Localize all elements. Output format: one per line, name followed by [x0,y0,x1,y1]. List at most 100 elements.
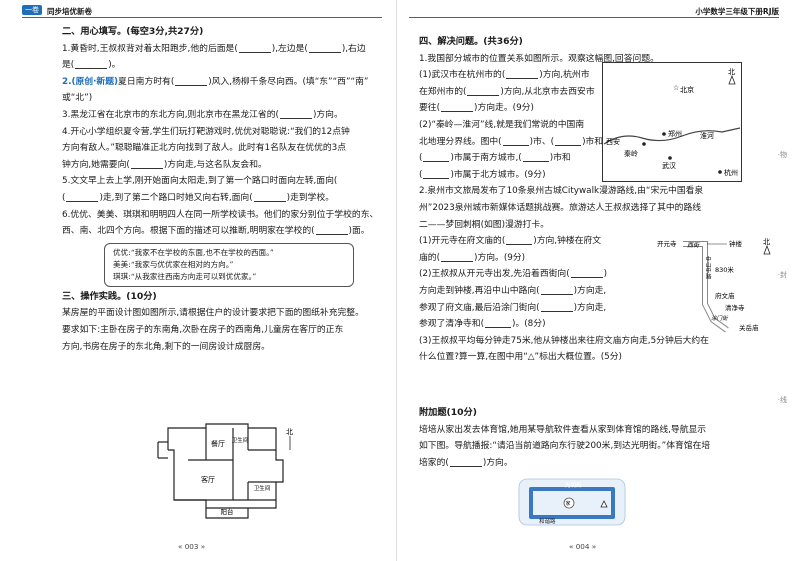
floor-plan: 餐厅 卫生间 客厅 卫生间 阳台 北 [157,423,293,519]
q2: 2.(原创·新题)夏日南方时有()风入,杨柳千条尽向西。(填“东”“西”“南” [62,76,369,87]
extra-p1: 培培从家出发去体育馆,她用某导航软件查看从家到体育馆的路线,导航显示 [419,424,707,435]
section3-title: 三、操作实践。(10分) [62,290,157,302]
room-balcony: 阳台 [221,507,234,516]
site-zhonglou: 钟楼 [729,239,743,248]
r-q1-1b: 在郑州市的()方向,从北京市去西安市 [419,86,595,97]
r-q2-2d: 参观了清净寺和()。(8分) [419,319,546,330]
north-label: 北 [286,428,293,436]
r-q1: 1.我国部分城市的位置关系如图所示。观察这幅图,回答问题。 [419,53,659,64]
star-icon: ☆ [673,84,679,92]
room-dining: 餐厅 [211,439,225,448]
city-zhengzhou: 郑州 [668,130,682,138]
r-q1-1c: 要往()方向走。(9分) [419,103,534,114]
section4-title: 四、解决问题。(共36分) [419,36,523,47]
dialog-line: 优优:“我家不在学校的东面,也不在学校的西面。” [113,247,274,257]
room-toilet2: 卫生间 [254,484,271,492]
page-number-left: « 003 » [178,542,206,551]
s3-p1: 某房屋的平面设计图如图所示,请根据住户的设计要求把下面的图纸补充完整。 [62,308,364,319]
side-label: ·物 [777,151,787,159]
header-rule [22,17,382,18]
dialog-line: 琪琪:“从我家往西南方向走可以到优优家。” [113,271,257,281]
site-kaiyuan: 开元寺 [657,240,677,248]
q4-line3: 钟方向,她需要向()方向走,与这名队友会和。 [62,159,267,170]
side-label: ·封 [777,271,787,279]
street-guangming: 光明街 [565,481,582,489]
side-label: ·线 [777,396,787,404]
home-pin-icon [563,497,575,509]
q2-cont: 或“北”) [62,93,93,104]
r-q1-2c: ()市属于南方城市,()市和 [419,153,571,164]
q4-line2: 方向有敌人。”聪聪瞄准正北方向找到了敌人。此时有1名队友在优优的3点 [62,143,347,154]
dialog-box: 优优:“我家不在学校的东面,也不在学校的西面。” 美美:“我家与优优家在相对的方… [104,242,354,287]
header-rule [409,17,779,18]
site-guanyue: 关岳庙 [739,323,759,332]
r-q2-3b: 什么位置?算一算,在图中用“△”标出大概位置。(5分) [419,352,622,363]
north-arrow-icon [763,244,771,255]
city-hangzhou: 杭州 [724,168,738,177]
distance-label: 830米 [715,265,734,274]
r-q2-2c: 参观了府文庙,最后沿涂门街向()方向走, [419,302,607,313]
s3-p2: 要求如下:主卧在房子的东南角,次卧在房子的西南角,儿童房在客厅的正东 [62,324,344,335]
city-wuhan: 武汉 [662,161,676,170]
series-title: 同步培优新卷 [47,7,92,16]
spine [396,0,397,561]
street-zhongshan: 中山中路 [704,255,711,280]
q1: 1.黄昏时,王叔叔背对着太阳跑步,他的后面是(),左边是(),右边 [62,43,366,54]
extra-p2: 如下图。导航播报:“请沿当前道路向东行驶200米,到达光明街。”体育馆在培 [419,441,711,452]
north-arrow-icon [728,74,736,85]
q6: 6.优优、美美、琪琪和明明四人在同一所学校读书。他们的家分别位于学校的东、 [62,209,379,220]
triangle-marker-icon [600,500,608,508]
q5: 5.文文早上去上学,刚开始面向太阳走,到了第一个路口时面向左转,面向( [62,176,338,187]
q3: 3.黑龙江省在北京市的东北方向,则北京市在黑龙江省的()方向。 [62,109,343,120]
route-map: 开元寺 西街 钟楼 中山中路 830米 府文庙 清净寺 涂门街 关岳庙 北 [657,238,771,333]
r-q2-3: (3)王叔叔平均每分钟走75米,他从钟楼出来往府文庙方向走,5分钟后大约在 [419,335,709,346]
site-qingjing: 清净寺 [725,303,745,312]
dot-wuhan-icon [668,156,672,160]
right-content: 四、解决问题。(共36分) 1.我国部分城市的位置关系如图所示。观察这幅图,回答… [419,34,769,366]
nav-map: 光明街 和谐路 家 [518,478,626,526]
subject-title: 小学数学三年级下册RJ版 [695,7,779,16]
q1-cont: 是()。 [62,60,121,71]
q6-line2: 西、南、北四个方向。根据下面的描述可以推断,明明家在学校的()面。 [62,226,370,237]
street-tumen: 涂门街 [711,315,729,322]
dot-zhengzhou-icon [662,132,666,136]
home-label: 家 [566,500,571,507]
dot-xian-icon [642,142,646,146]
r-q2-2b: 方向走到钟楼,再沿中山中路向()方向走, [419,285,607,296]
r-q2: 2.泉州市文旅局发布了10条泉州古城Citywalk漫游路线,由“宋元中国看泉 [419,186,704,197]
site-fuwenmiao: 府文庙 [715,291,735,300]
q4: 4.开心小学组织夏令营,学生们玩打靶游戏时,优优对聪聪说:“我们的12点钟 [62,126,350,137]
extra-p3: 培家的()方向。 [419,457,513,468]
r-q1-2b: 北地理分界线。图中()市、()市和 [419,136,604,147]
left-page: 一卷 同步培优新卷 二、用心填写。(每空3分,共27分) 1.黄昏时,王叔叔背对… [0,0,396,561]
r-q2-1b: 庙的()方向。(9分) [419,252,526,263]
extra-content: 附加题(10分) 培培从家出发去体育馆,她用某导航软件查看从家到体育馆的路线,导… [419,405,769,471]
r-q2-b: 州”2023泉州城市新媒体话题挑战赛。旅游达人王叔叔选择了其中的路线 [419,202,702,213]
page-number-right: « 004 » [569,542,597,551]
r-q2-1: (1)开元寺在府文庙的()方向,钟楼在府文 [419,236,602,247]
room-hall: 客厅 [201,475,215,484]
city-xian: 西安 [606,137,620,146]
street-hexie: 和谐路 [539,517,556,525]
extra-title: 附加题(10分) [419,407,477,418]
north-label: 北 [728,68,735,76]
left-content: 二、用心填写。(每空3分,共27分) 1.黄昏时,王叔叔背对着太阳跑步,他的后面… [62,24,392,355]
r-q1-2d: ()市属于北方城市。(9分) [419,169,546,180]
dot-hangzhou-icon [718,170,722,174]
city-beijing: 北京 [680,85,694,94]
r-q1-2: (2)“秦岭—淮河”线,就是我们常说的中国南 [419,119,585,130]
s3-p3: 方向,书房在房子的东北角,剩下的一间房设计成厨房。 [62,341,270,352]
north-label: 北 [763,238,770,246]
city-map: 北京 ☆ 郑州 西安 淮河 秦岭 武汉 杭州 北 [602,62,742,182]
right-page: 小学数学三年级下册RJ版 ·物 ·封 ·线 四、解决问题。(共36分) 1.我国… [397,0,793,561]
r-q2-c: 二——梦回刺桐(如图)漫游打卡。 [419,219,550,230]
q5-line2: ()走,到了第二个路口时她又向右转,面向()走到学校。 [62,192,335,203]
street-xijie: 西街 [687,241,700,249]
r-q1-1: (1)武汉市在杭州市的()方向,杭州市 [419,70,590,81]
r-q2-2: (2)王叔叔从开元寺出发,先沿着西街向() [419,269,608,280]
dialog-line: 美美:“我家与优优家在相对的方向。” [113,259,234,269]
section2-title: 二、用心填写。(每空3分,共27分) [62,26,204,37]
qinling-label: 秦岭 [624,149,638,158]
room-toilet1: 卫生间 [232,436,249,444]
volume-badge: 一卷 [22,5,42,15]
